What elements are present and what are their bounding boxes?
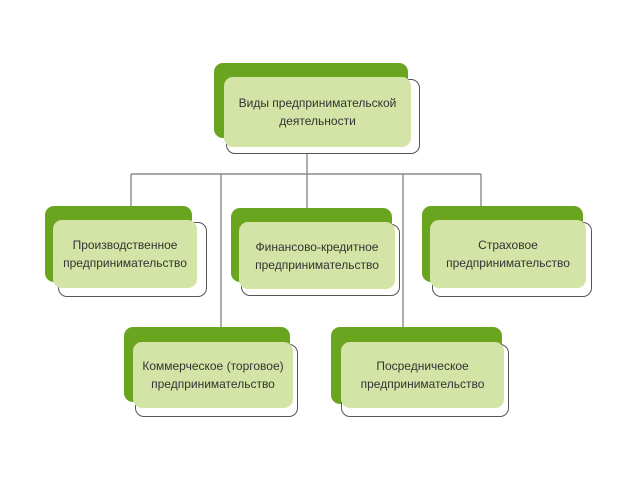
node-production: Производственное предпринимательство — [45, 206, 208, 298]
intermediary-label-line1: Посредническое — [376, 359, 469, 373]
production-label-line1: Производственное — [72, 238, 178, 252]
node-intermediary-label: Посредническое предпринимательство — [341, 342, 504, 408]
root-label-line2: деятельности — [279, 114, 356, 128]
node-finance-credit-label: Финансово-кредитное предпринимательство — [239, 222, 395, 289]
insurance-label-line1: Страховое — [478, 238, 538, 252]
finance-label-line1: Финансово-кредитное — [255, 239, 379, 254]
commercial-label-line1: Коммерческое (торговое) — [142, 359, 284, 373]
root-node: Виды предпринимательской деятельности — [214, 63, 420, 155]
node-intermediary: Посредническое предпринимательство — [331, 327, 511, 419]
node-insurance-label: Страховое предпринимательство — [430, 220, 586, 288]
root-node-label: Виды предпринимательской деятельности — [224, 77, 411, 147]
node-commercial: Коммерческое (торговое) предпринимательс… — [124, 327, 300, 419]
intermediary-label-line2: предпринимательство — [360, 377, 485, 391]
node-finance-credit: Финансово-кредитное предпринимательство — [231, 208, 402, 298]
insurance-label-line2: предпринимательство — [446, 256, 570, 270]
node-insurance: Страховое предпринимательство — [422, 206, 594, 298]
production-label-line2: предпринимательство — [63, 256, 187, 270]
node-commercial-label: Коммерческое (торговое) предпринимательс… — [133, 342, 293, 408]
node-production-label: Производственное предпринимательство — [53, 220, 197, 288]
finance-label-line2: предпринимательство — [255, 257, 379, 272]
commercial-label-line2: предпринимательство — [151, 377, 275, 391]
root-label-line1: Виды предпринимательской — [238, 96, 397, 110]
